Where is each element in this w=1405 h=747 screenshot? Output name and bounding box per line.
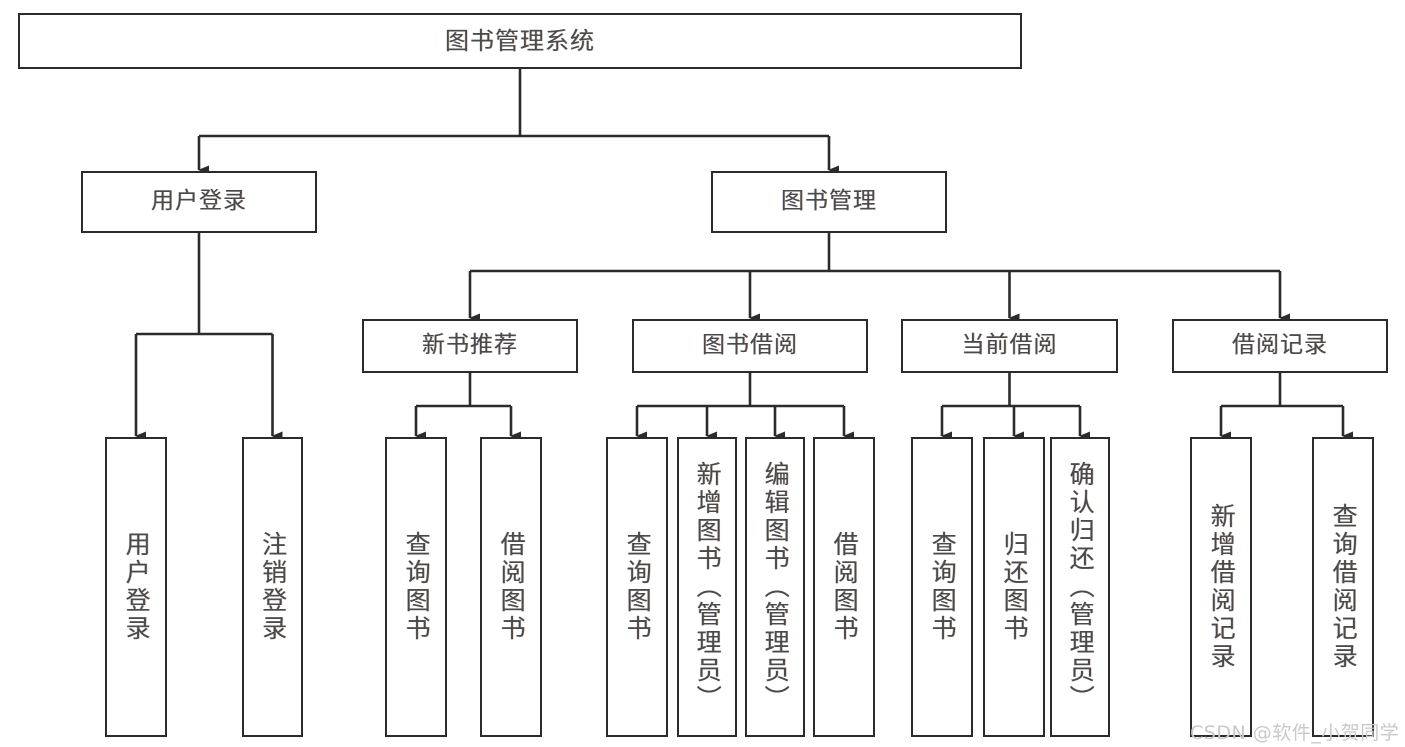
node-leaf-return-book[interactable]: 归还图书 — [983, 437, 1045, 737]
node-leaf-borrow-book-1[interactable]: 借阅图书 — [480, 437, 542, 737]
node-leaf-query-book-3[interactable]: 查询图书 — [911, 437, 973, 737]
watermark-label: CSDN @软件_小贺同学 — [1190, 722, 1400, 744]
node-book-borrow[interactable]: 图书借阅 — [632, 319, 868, 373]
node-leaf-edit-book[interactable]: 编辑图书（管理员） — [745, 437, 805, 737]
node-leaf-query-book-2[interactable]: 查询图书 — [606, 437, 668, 737]
node-label-book-borrow: 图书借阅 — [702, 332, 798, 359]
node-leaf-user-login[interactable]: 用户登录 — [105, 437, 167, 737]
node-label-leaf-add-record: 新增借阅记录 — [1207, 503, 1237, 671]
node-label-leaf-add-book: 新增图书（管理员） — [693, 461, 723, 713]
node-leaf-confirm-return[interactable]: 确认归还（管理员） — [1050, 437, 1110, 737]
node-label-leaf-query-book-3: 查询图书 — [928, 531, 958, 643]
node-new-book-rec[interactable]: 新书推荐 — [362, 319, 578, 373]
node-label-root: 图书管理系统 — [445, 26, 595, 55]
node-label-leaf-query-book-2: 查询图书 — [623, 531, 653, 643]
node-leaf-query-record[interactable]: 查询借阅记录 — [1312, 437, 1374, 737]
node-label-user-login: 用户登录 — [151, 188, 247, 215]
node-current-borrow[interactable]: 当前借阅 — [901, 319, 1118, 373]
node-label-borrow-record: 借阅记录 — [1232, 332, 1328, 359]
node-user-login[interactable]: 用户登录 — [81, 171, 317, 233]
node-label-current-borrow: 当前借阅 — [961, 332, 1058, 359]
node-leaf-query-book-1[interactable]: 查询图书 — [385, 437, 447, 737]
node-label-book-mgmt: 图书管理 — [781, 188, 877, 215]
node-leaf-add-book[interactable]: 新增图书（管理员） — [677, 437, 737, 737]
node-label-leaf-edit-book: 编辑图书（管理员） — [761, 461, 791, 713]
node-label-leaf-confirm-return: 确认归还（管理员） — [1066, 461, 1096, 713]
node-label-leaf-return-book: 归还图书 — [1000, 531, 1030, 643]
node-label-leaf-borrow-book-2: 借阅图书 — [830, 531, 860, 643]
node-label-leaf-query-record: 查询借阅记录 — [1329, 503, 1359, 671]
node-label-leaf-user-logout: 注销登录 — [258, 531, 288, 643]
node-label-leaf-query-book-1: 查询图书 — [402, 531, 432, 643]
node-label-new-book-rec: 新书推荐 — [422, 332, 518, 359]
node-book-mgmt[interactable]: 图书管理 — [711, 171, 947, 233]
node-label-leaf-borrow-book-1: 借阅图书 — [497, 531, 527, 643]
node-leaf-user-logout[interactable]: 注销登录 — [242, 437, 303, 737]
node-label-leaf-user-login: 用户登录 — [122, 531, 152, 643]
node-root[interactable]: 图书管理系统 — [18, 13, 1022, 69]
node-leaf-add-record[interactable]: 新增借阅记录 — [1190, 437, 1252, 737]
node-leaf-borrow-book-2[interactable]: 借阅图书 — [813, 437, 875, 737]
edges-group — [134, 69, 1353, 441]
node-borrow-record[interactable]: 借阅记录 — [1172, 319, 1388, 373]
